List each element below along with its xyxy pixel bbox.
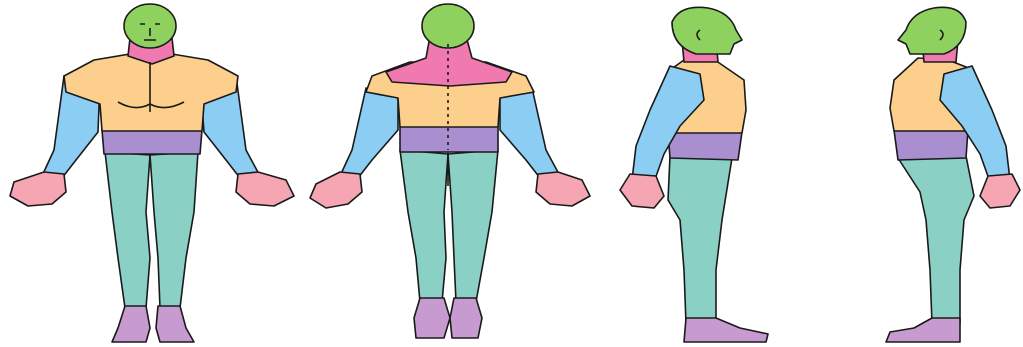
back-head <box>422 4 474 48</box>
back-left-hand <box>310 172 362 208</box>
right-profile-abdomen <box>668 132 742 160</box>
front-view-figure <box>10 4 294 342</box>
front-left-leg <box>105 152 150 308</box>
left-profile-hand <box>980 174 1020 208</box>
front-abdomen <box>102 130 202 154</box>
front-right-leg <box>150 152 198 308</box>
right-profile-leg <box>668 156 732 324</box>
left-profile-leg <box>898 156 974 324</box>
left-profile-figure <box>886 7 1020 342</box>
back-abdomen <box>400 126 498 152</box>
right-profile-foot <box>684 318 768 342</box>
right-profile-head <box>672 7 742 54</box>
front-left-hand <box>10 172 66 206</box>
left-profile-head <box>898 7 966 54</box>
back-right-hand <box>536 172 590 206</box>
right-profile-figure <box>620 7 768 342</box>
front-right-foot <box>156 306 194 342</box>
back-right-arm <box>500 88 560 178</box>
back-view-figure <box>310 4 590 338</box>
left-profile-foot <box>886 318 960 342</box>
back-left-foot <box>414 298 450 338</box>
back-right-foot <box>450 298 482 338</box>
back-left-arm <box>340 88 398 178</box>
back-left-leg <box>400 150 448 302</box>
front-left-foot <box>112 306 150 342</box>
front-right-hand <box>236 172 294 206</box>
front-head <box>124 4 176 48</box>
right-profile-hand <box>620 174 664 208</box>
back-right-leg <box>448 150 498 302</box>
left-profile-abdomen <box>894 130 968 160</box>
